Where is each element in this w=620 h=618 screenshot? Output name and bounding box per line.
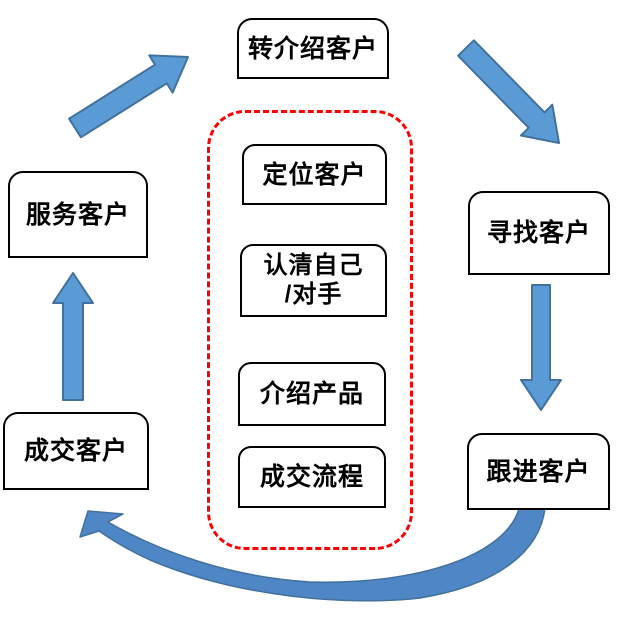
node-serve-label: 服务客户 (25, 200, 130, 229)
node-know-yourself-competitor: 认清自己 /对手 (240, 244, 387, 317)
node-deal-process-label: 成交流程 (259, 463, 364, 491)
node-close-deal-label: 成交客户 (23, 437, 128, 465)
node-know-label-line1: 认清自己 (263, 251, 364, 279)
arrow-deal-to-serve-icon (52, 272, 94, 401)
node-position-customers: 定位客户 (242, 144, 387, 205)
node-close-deal-customers: 成交客户 (3, 412, 149, 490)
node-introduce-product: 介绍产品 (238, 362, 386, 426)
arrow-find-to-followup-icon (520, 284, 562, 411)
node-introduce-label: 介绍产品 (259, 380, 364, 408)
node-position-label: 定位客户 (262, 160, 367, 189)
node-referral-customers: 转介绍客户 (237, 18, 389, 79)
node-serve-customers: 服务客户 (8, 171, 148, 258)
node-follow-up-label: 跟进客户 (486, 457, 591, 486)
node-follow-up-customers: 跟进客户 (467, 433, 610, 510)
node-know-label-line2: /对手 (284, 280, 343, 308)
node-find-customers: 寻找客户 (468, 191, 610, 275)
node-find-label: 寻找客户 (486, 219, 591, 247)
node-deal-process: 成交流程 (238, 446, 386, 508)
arrow-referral-to-find-icon (457, 39, 560, 144)
arrow-serve-to-referral-icon (68, 54, 189, 139)
node-referral-label: 转介绍客户 (247, 34, 378, 63)
